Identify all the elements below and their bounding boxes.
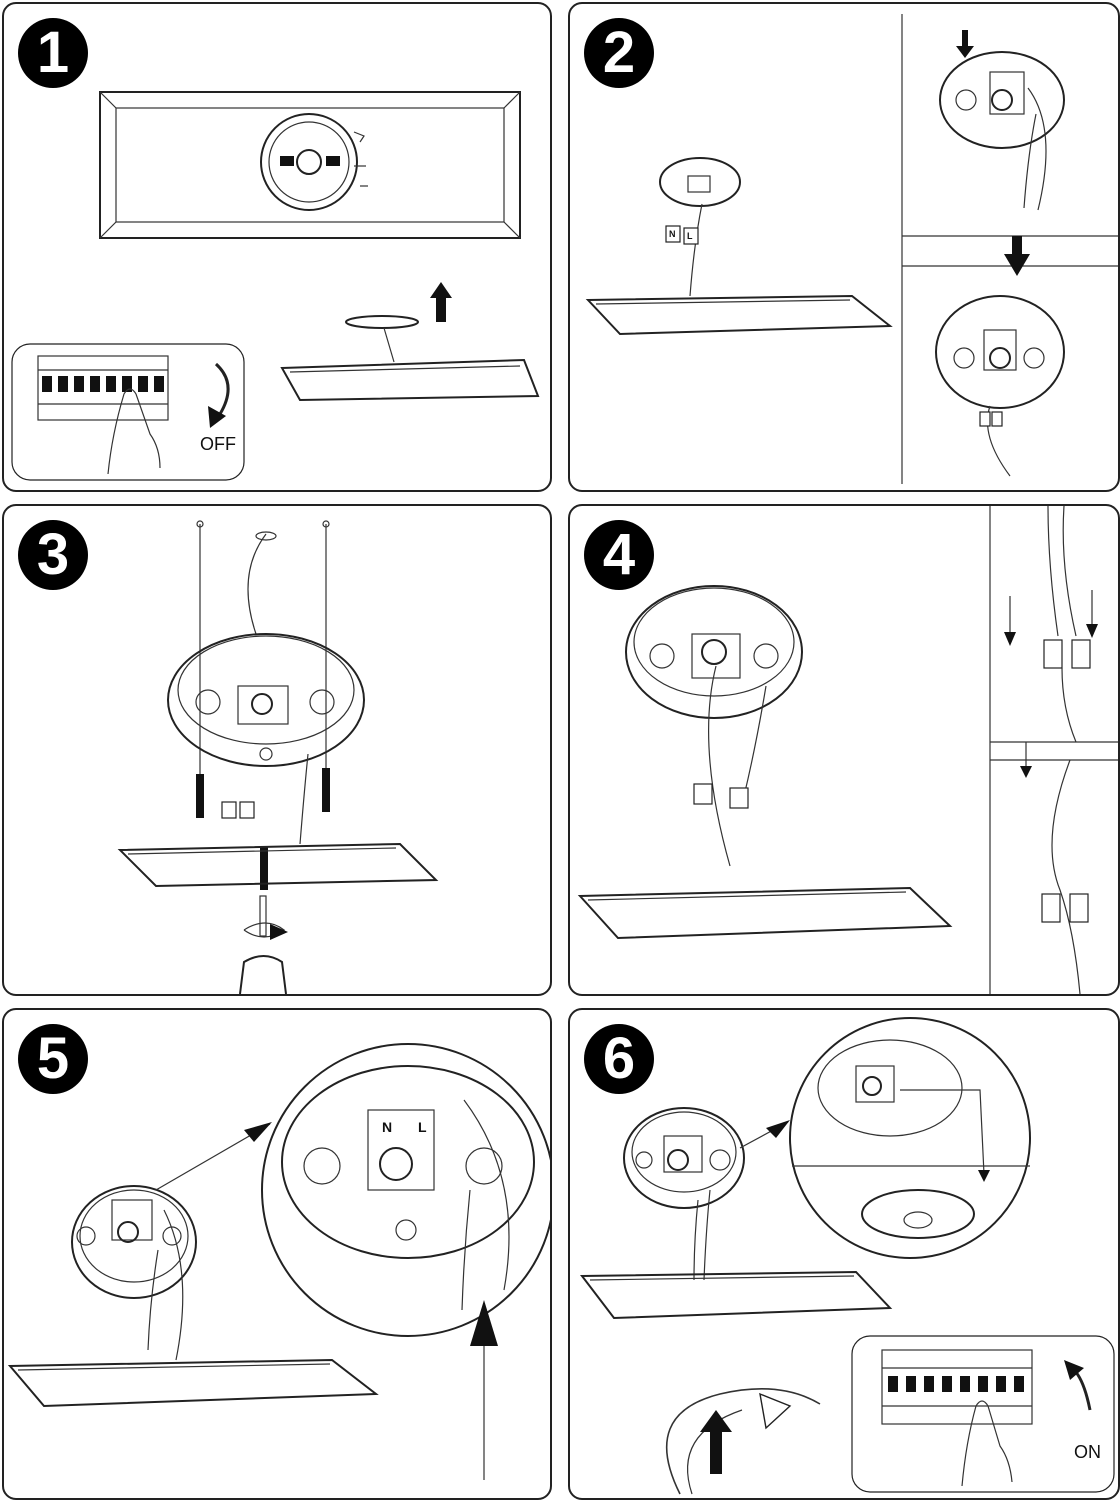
step-2-illustration: N L bbox=[585, 14, 1118, 484]
on-label: ON bbox=[1074, 1442, 1101, 1462]
arrow-down-icon bbox=[956, 30, 974, 58]
arrow-up-icon bbox=[430, 282, 452, 322]
curved-arrow-icon bbox=[665, 1388, 821, 1495]
lamp-panel bbox=[280, 315, 540, 402]
step-5-panel: 5 N L bbox=[2, 1008, 552, 1500]
step-3-number: 3 bbox=[18, 520, 88, 590]
step-6-panel: 6 bbox=[568, 1008, 1120, 1500]
step-6-illustration: ON bbox=[580, 1017, 1115, 1495]
arrow-up-icon bbox=[470, 1300, 498, 1480]
step-3-panel: 3 bbox=[2, 504, 552, 996]
neutral-terminal-label: N bbox=[669, 229, 676, 239]
step-2-panel: 2 N L bbox=[568, 2, 1120, 492]
screwdriver-icon bbox=[239, 895, 288, 994]
step-1-number: 1 bbox=[18, 18, 88, 88]
ceiling-plate bbox=[99, 91, 521, 239]
step-1-illustration: OFF bbox=[11, 91, 540, 481]
step-3-illustration bbox=[117, 520, 439, 994]
hand-icon bbox=[961, 1400, 1013, 1487]
hand-icon bbox=[107, 388, 161, 475]
live-terminal-label-zoom: L bbox=[418, 1119, 427, 1135]
neutral-terminal-label-zoom: N bbox=[382, 1119, 392, 1135]
step-6-number: 6 bbox=[584, 1024, 654, 1094]
circuit-breaker-icon bbox=[851, 1335, 1115, 1493]
live-terminal-label: L bbox=[687, 231, 693, 241]
step-4-panel: 4 bbox=[568, 504, 1120, 996]
step-5-number: 5 bbox=[18, 1024, 88, 1094]
step-4-illustration bbox=[577, 506, 1118, 994]
step-5-illustration: N L bbox=[7, 1043, 550, 1480]
step-2-number: 2 bbox=[584, 18, 654, 88]
arrow-up-icon bbox=[700, 1410, 732, 1474]
step-4-number: 4 bbox=[584, 520, 654, 590]
circuit-breaker-icon bbox=[11, 343, 245, 481]
curved-arrow-icon bbox=[214, 362, 230, 415]
off-label: OFF bbox=[200, 434, 236, 454]
step-1-panel: 1 bbox=[2, 2, 552, 492]
